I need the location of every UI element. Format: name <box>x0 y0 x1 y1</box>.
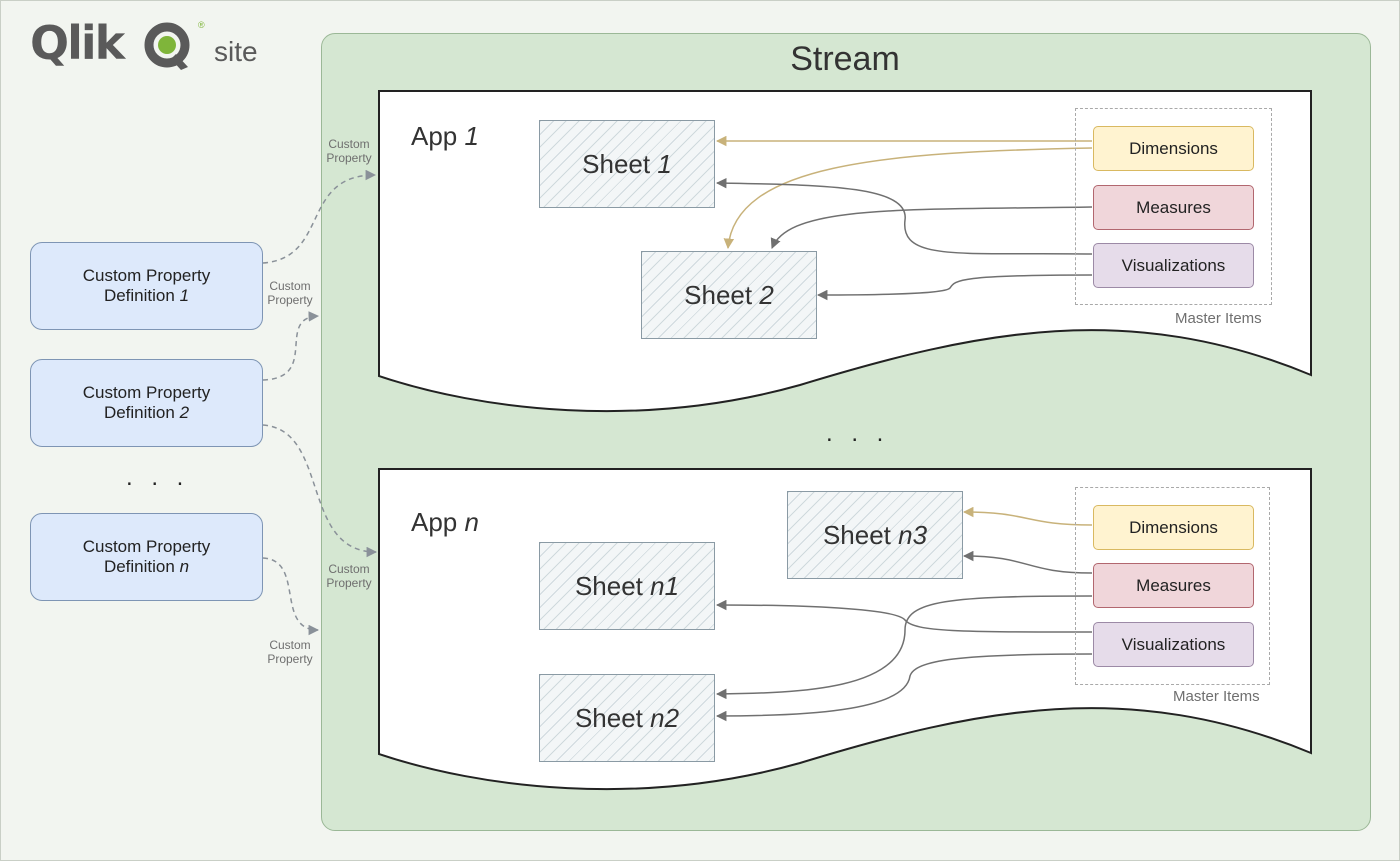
sheet-1-index: 1 <box>657 148 672 179</box>
appn-visualizations-to-sheetn1 <box>715 599 1093 633</box>
sheet-n3[interactable]: Sheet n3 <box>787 491 963 579</box>
app-1-visualizations[interactable]: Visualizations <box>1093 243 1254 288</box>
apps-ellipsis: . . . <box>826 420 890 447</box>
app-n-title: App n <box>411 507 479 538</box>
sheet-1[interactable]: Sheet 1 <box>539 120 715 208</box>
app-n-dimensions[interactable]: Dimensions <box>1093 505 1254 550</box>
app-1-title-text: App <box>411 121 458 151</box>
registered-mark: ® <box>198 20 205 30</box>
app-1-master-items-box <box>1075 108 1272 305</box>
app-1-master-items-caption: Master Items <box>1175 310 1262 327</box>
sheet-n2[interactable]: Sheet n2 <box>539 674 715 762</box>
logo-wordmark: Qlik <box>30 16 125 70</box>
appn-dimensions-to-sheetn3 <box>962 506 1093 526</box>
cpn-connector <box>262 557 320 636</box>
app-1-title-index: 1 <box>464 121 479 151</box>
app-n-measures[interactable]: Measures <box>1093 563 1254 608</box>
sheet-n3-index: n3 <box>898 519 928 550</box>
app1-dimensions-to-sheet2 <box>723 147 1093 250</box>
custom-property-definition-n[interactable]: Custom Property Definition n <box>30 513 263 601</box>
custom-property-definition-1[interactable]: Custom Property Definition 1 <box>30 242 263 330</box>
appn-measures-to-sheetn2 <box>715 595 1093 700</box>
appn-visualizations-to-sheetn2 <box>715 653 1093 722</box>
cpd-n-line2: Definition n <box>103 557 190 576</box>
app-n-title-text: App <box>411 507 458 537</box>
cpd-1-line2: Definition 1 <box>103 286 190 305</box>
sheet-1-label: Sheet <box>582 148 651 179</box>
cpd-n-line1: Custom Property <box>82 537 211 556</box>
appn-measures-to-sheetn3 <box>962 550 1093 574</box>
sheet-n1-label: Sheet <box>574 570 643 601</box>
site-label: site <box>214 36 258 67</box>
cpd-2-line2: Definition 2 <box>103 403 190 422</box>
sheet-2-label: Sheet <box>684 279 753 310</box>
stream-title: Stream <box>790 40 900 78</box>
app1-visualizations-to-sheet1 <box>715 177 1093 255</box>
sheet-n2-label: Sheet <box>574 702 643 733</box>
sheet-n3-label: Sheet <box>822 519 891 550</box>
cp2-connector-upper <box>262 311 320 381</box>
app-n-visualizations[interactable]: Visualizations <box>1093 622 1254 667</box>
app-n-title-index: n <box>464 507 479 537</box>
sheet-2[interactable]: Sheet 2 <box>641 251 817 339</box>
cpd-2-line1: Custom Property <box>82 383 211 402</box>
app-1-title: App 1 <box>411 121 479 152</box>
app1-visualizations-to-sheet2 <box>816 274 1093 301</box>
app-n-master-items-box <box>1075 487 1270 685</box>
cpd-1-line1: Custom Property <box>82 266 211 285</box>
sheet-n1[interactable]: Sheet n1 <box>539 542 715 630</box>
app-1-dimensions[interactable]: Dimensions <box>1093 126 1254 171</box>
cp2-connector-lower <box>262 424 378 558</box>
definitions-ellipsis: . . . <box>126 464 190 491</box>
app1-measures-to-sheet2 <box>770 206 1093 249</box>
sheet-2-index: 2 <box>759 279 774 310</box>
cp1-connector <box>262 169 377 264</box>
sheet-n2-index: n2 <box>650 702 680 733</box>
app-1-measures[interactable]: Measures <box>1093 185 1254 230</box>
app-n-master-items-caption: Master Items <box>1173 688 1260 705</box>
sheet-n1-index: n1 <box>650 570 680 601</box>
custom-property-definition-2[interactable]: Custom Property Definition 2 <box>30 359 263 447</box>
qlik-q-icon <box>144 22 190 70</box>
